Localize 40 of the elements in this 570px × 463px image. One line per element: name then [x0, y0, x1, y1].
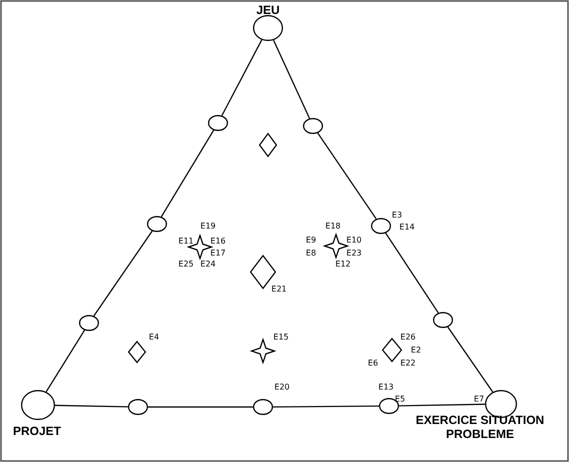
point-label: E13: [378, 382, 394, 392]
point-label: E18: [325, 222, 341, 230]
point-label: E12: [335, 260, 351, 268]
point-label: E7: [474, 394, 484, 404]
triangle-side: [385, 232, 439, 314]
point-label: E9: [306, 236, 316, 244]
triangle-side: [221, 40, 262, 116]
corner-label: JEU: [255, 3, 281, 17]
point-label: E24: [200, 260, 216, 268]
point-label: E3: [392, 210, 402, 220]
triangle-side: [160, 130, 214, 218]
point-label: E17: [210, 248, 226, 258]
point-label: E15: [273, 332, 289, 342]
point-label: E5: [394, 394, 406, 404]
point-label: E11: [178, 236, 194, 246]
corner-label: PROJET: [12, 424, 62, 438]
point-label: E6: [368, 358, 378, 368]
point-label: E19: [200, 222, 216, 230]
point-label: E16: [210, 236, 226, 246]
triangle-side: [447, 326, 494, 392]
triangle-side: [398, 404, 486, 406]
point-label: E21: [271, 284, 287, 294]
triangle-side: [93, 230, 153, 316]
corner-label: EXERCICE SITUATION PROBLEME: [414, 413, 546, 441]
point-label: E8: [306, 248, 316, 258]
point-label: E22: [400, 358, 416, 368]
point-label: E2: [410, 346, 422, 354]
triangle-side: [273, 405, 379, 408]
point-label: E23: [346, 248, 362, 258]
point-label: E10: [346, 236, 362, 244]
triangle-side: [54, 404, 128, 408]
triangle-side: [46, 330, 86, 392]
point-label: E14: [399, 222, 415, 232]
point-label: E26: [400, 332, 416, 342]
triangle-side: [148, 406, 253, 408]
point-label: E25: [178, 260, 194, 268]
point-label: E4: [148, 332, 160, 342]
triangle-side: [317, 132, 377, 220]
triangle-side: [273, 40, 310, 119]
point-label: E20: [274, 382, 290, 392]
